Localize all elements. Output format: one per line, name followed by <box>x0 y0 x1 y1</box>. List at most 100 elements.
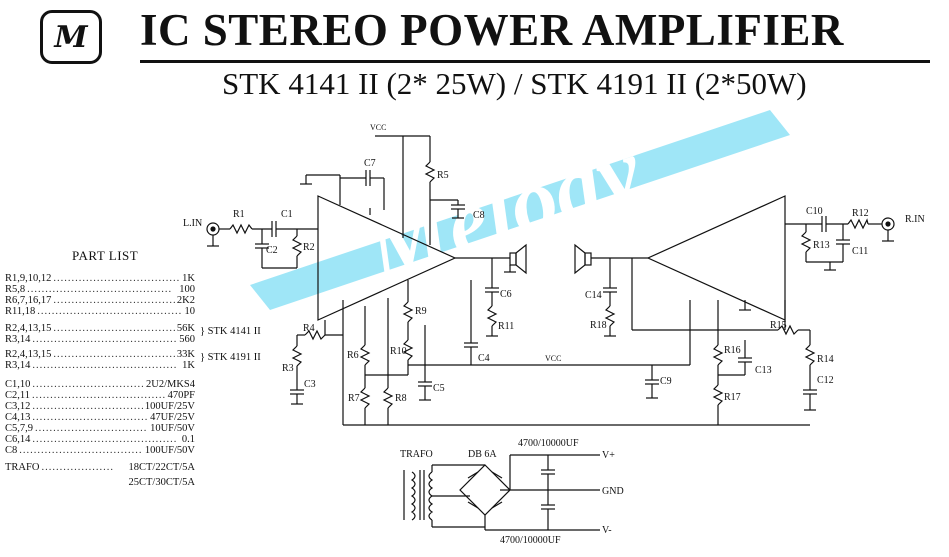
part-ref: C1,10 <box>5 379 31 390</box>
part-row: TRAFO....................18CT/22CT/5A <box>5 462 195 473</box>
page-title: IC STEREO POWER AMPLIFIER <box>140 5 844 55</box>
bridge-label: DB 6A <box>468 449 497 460</box>
part-ref: R3,14 <box>5 360 31 371</box>
part-row: R2,4,13,15..............................… <box>5 349 195 360</box>
right-amplifier <box>646 195 786 321</box>
l-in-label: L.IN <box>183 218 202 229</box>
r10-resistor <box>402 339 414 361</box>
part-row: R2,4,13,15..............................… <box>5 323 195 334</box>
trafo-label: TRAFO <box>400 449 433 460</box>
diode <box>467 501 479 509</box>
c7-label: C7 <box>364 158 376 169</box>
cap-top-label: 4700/10000UF <box>518 438 579 449</box>
r12-label: R12 <box>852 208 869 219</box>
r10-label: R10 <box>390 346 407 357</box>
r13-resistor <box>800 231 812 253</box>
part-ref: C6,14 <box>5 434 31 445</box>
part-value: 470PF <box>167 390 195 401</box>
v-plus-label: V+ <box>602 450 615 461</box>
part-row: R11,18..................................… <box>5 306 195 317</box>
r8-resistor <box>382 387 394 409</box>
part-row: 25CT/30CT/5A <box>5 477 195 488</box>
part-value: 33K <box>176 349 195 360</box>
r9-resistor <box>402 301 414 323</box>
part-row: R3,14...................................… <box>5 360 195 371</box>
part-value: 56K <box>176 323 195 334</box>
part-value: 18CT/22CT/5A <box>128 462 195 473</box>
c6-label: C6 <box>500 289 512 300</box>
c10-label: C10 <box>806 206 823 217</box>
left-speaker-cone <box>515 243 527 275</box>
c4-label: C4 <box>478 353 490 364</box>
melody-logo: M <box>40 10 102 64</box>
part-value: 560 <box>179 334 195 345</box>
r17-label: R17 <box>724 392 741 403</box>
watermark-band <box>250 110 790 310</box>
part-list-group-1: R1,9,10,12..............................… <box>5 273 195 317</box>
c5-label: C5 <box>433 383 445 394</box>
part-list-group-4: C1,10...................................… <box>5 379 195 456</box>
part-value: 25CT/30CT/5A <box>128 477 195 488</box>
r9-label: R9 <box>415 306 427 317</box>
part-ref: C3,12 <box>5 401 31 412</box>
c12-label: C12 <box>817 375 834 386</box>
part-ref: R5,8 <box>5 284 26 295</box>
gnd-label: GND <box>602 486 624 497</box>
part-row: C6,14...................................… <box>5 434 195 445</box>
part-value: 1K <box>182 360 195 371</box>
logo-letter: M <box>54 19 88 55</box>
r1-label: R1 <box>233 209 245 220</box>
r14-resistor <box>804 344 816 366</box>
diode <box>491 501 503 509</box>
r15-resistor <box>777 324 799 336</box>
r17-resistor <box>712 384 724 406</box>
part-row: R5,8....................................… <box>5 284 195 295</box>
right-speaker-cone <box>574 243 586 275</box>
r12-resistor <box>847 218 869 230</box>
part-ref: R6,7,16,17 <box>5 295 52 306</box>
stk4141-note: } STK 4141 II <box>200 326 261 337</box>
part-value: 2U2/MKS4 <box>145 379 195 390</box>
c9-label: C9 <box>660 376 672 387</box>
r4-resistor <box>304 329 326 341</box>
r6-resistor <box>359 344 371 366</box>
part-row: C5,7,9..................................… <box>5 423 195 434</box>
part-ref: R2,4,13,15 <box>5 323 52 334</box>
r16-label: R16 <box>724 345 741 356</box>
r3-label: R3 <box>282 363 294 374</box>
part-value: 0.1 <box>181 434 195 445</box>
page-subtitle: STK 4141 II (2* 25W) / STK 4191 II (2*50… <box>222 66 807 101</box>
r18-label: R18 <box>590 320 607 331</box>
c11-label: C11 <box>852 246 868 257</box>
part-value: 10 <box>184 306 196 317</box>
r13-label: R13 <box>813 240 830 251</box>
part-row: C1,10...................................… <box>5 379 195 390</box>
r-in-jack-center <box>885 221 891 227</box>
part-ref: R1,9,10,12 <box>5 273 52 284</box>
r3-resistor <box>291 345 303 367</box>
vcc-mid-label: VCC <box>545 354 561 363</box>
part-value: 2K2 <box>176 295 195 306</box>
part-value: 100 <box>179 284 195 295</box>
part-ref: C8 <box>5 445 18 456</box>
trafo-coil-left <box>410 471 416 521</box>
part-list-trafo: TRAFO....................18CT/22CT/5A 25… <box>5 462 195 488</box>
part-value: 100UF/50V <box>144 445 195 456</box>
l-in-jack-center <box>210 226 216 232</box>
r11-label: R11 <box>498 321 514 332</box>
title-underline <box>140 60 930 63</box>
cap-bottom-label: 4700/10000UF <box>500 535 561 546</box>
r7-label: R7 <box>348 393 360 404</box>
c2-label: C2 <box>266 245 278 256</box>
r5-label: R5 <box>437 170 449 181</box>
part-row: C4,13...................................… <box>5 412 195 423</box>
r6-label: R6 <box>347 350 359 361</box>
part-row: R6,7,16,17..............................… <box>5 295 195 306</box>
left-speaker-body <box>509 252 517 266</box>
r1-resistor <box>229 223 253 235</box>
part-value: 100UF/25V <box>144 401 195 412</box>
diode <box>491 471 503 479</box>
diode <box>467 471 479 479</box>
v-minus-label: V- <box>602 525 612 536</box>
part-row: C8......................................… <box>5 445 195 456</box>
